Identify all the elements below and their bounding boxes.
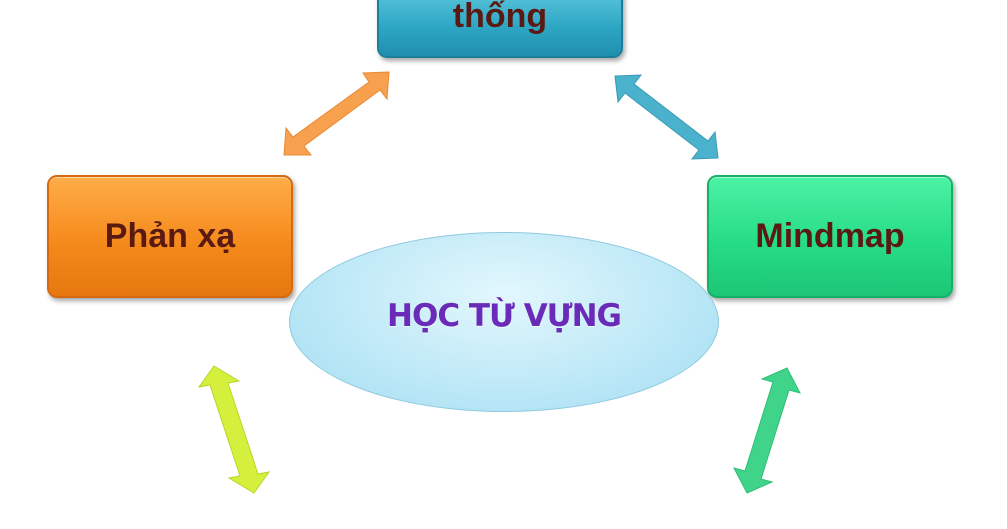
double-arrow-top-right [614,74,719,160]
node-right: Mindmap [707,175,953,298]
node-left-label: Phản xạ [104,217,236,255]
node-top: thống [377,0,623,58]
node-top-label: thống [452,0,548,35]
node-right-label: Mindmap [755,217,905,255]
node-left: Phản xạ [47,175,293,298]
double-arrow-left-bottom [197,365,271,494]
double-arrow-left-top [283,71,390,156]
double-arrow-right-bottom [733,367,801,494]
center-ellipse: HỌC TỪ VỰNG [289,232,719,412]
center-title: HỌC TỪ VỰNG [387,298,622,334]
